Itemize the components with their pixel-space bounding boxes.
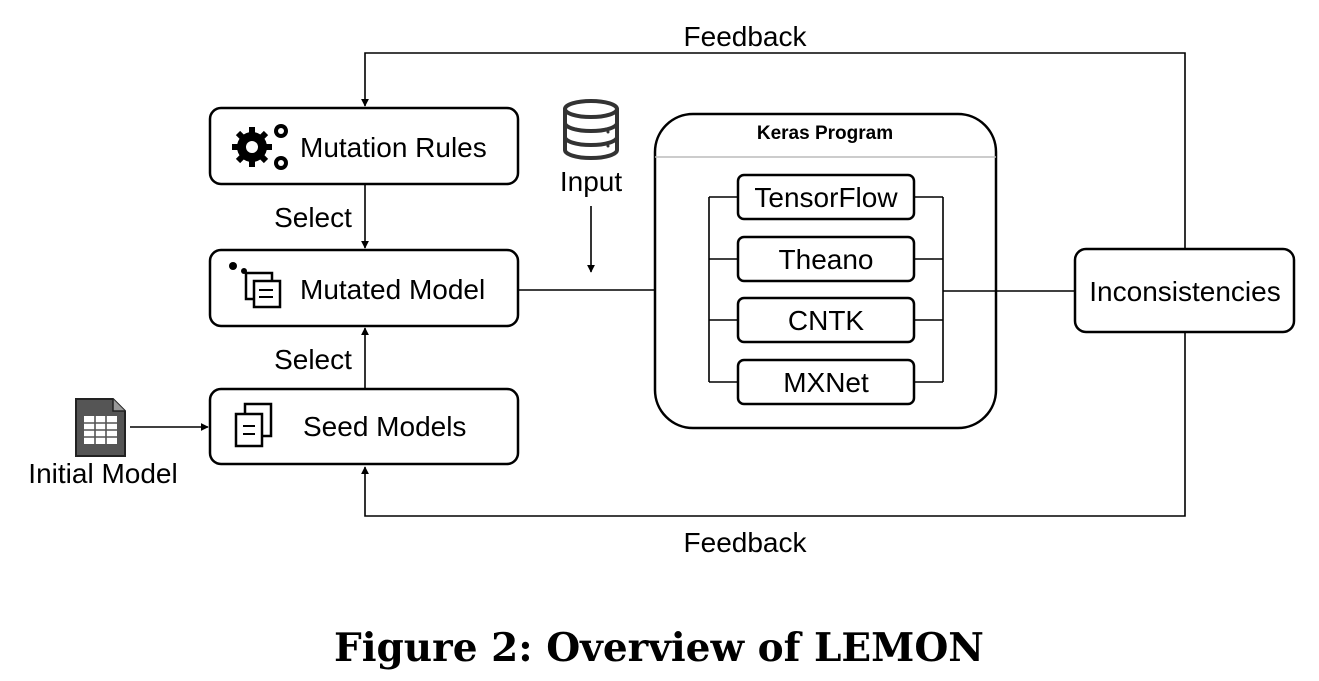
keras-program-title: Keras Program [757,123,893,144]
select-lower-label: Select [274,344,352,375]
input-node: Input [560,99,622,197]
backend-label: CNTK [788,305,865,336]
backend-tensorflow: TensorFlow [736,173,916,221]
backend-cntk: CNTK [736,296,916,344]
backend-label: TensorFlow [754,182,898,213]
select-upper-label: Select [274,202,352,233]
gears-icon [232,124,288,170]
keras-input-branches [708,196,738,383]
feedback-bottom-arrow [361,332,1186,517]
mutated-document-icon [229,262,282,309]
figure-caption: Figure 2: Overview of LEMON [334,625,984,671]
mutated-model-node: Mutated Model [208,248,520,328]
keras-program-container: Keras Program TensorFlow Theano CNTK MXN… [653,112,998,430]
inconsistencies-node: Inconsistencies [1073,247,1296,334]
backend-label: MXNet [783,367,869,398]
backend-label: Theano [779,244,874,275]
seed-models-node: Seed Models [208,387,520,466]
documents-icon [234,402,273,448]
feedback-bottom-label: Feedback [684,527,808,558]
inconsistencies-label: Inconsistencies [1089,276,1280,307]
keras-output-branches [914,196,944,383]
database-icon [563,99,619,160]
feedback-top-label: Feedback [684,21,808,52]
backend-theano: Theano [736,235,916,283]
seed-models-label: Seed Models [303,411,466,442]
input-label: Input [560,166,622,197]
backend-mxnet: MXNet [736,358,916,406]
initial-model-node: Initial Model [28,398,178,489]
mutation-rules-node: Mutation Rules [208,106,520,186]
mutation-rules-label: Mutation Rules [300,132,487,163]
initial-model-label: Initial Model [28,458,177,489]
feedback-top-arrow [361,52,1186,248]
spreadsheet-file-icon [75,398,126,457]
mutated-model-label: Mutated Model [300,274,485,305]
